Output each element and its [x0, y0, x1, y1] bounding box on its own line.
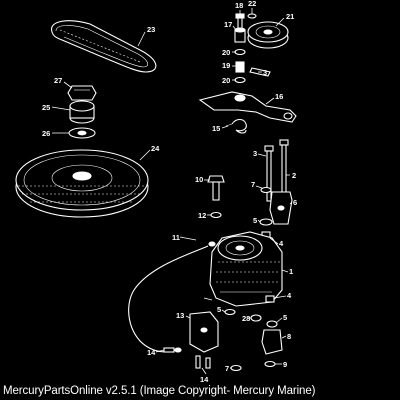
washer-9 [264, 360, 276, 368]
callout-22: 22 [248, 0, 256, 8]
flywheel-hub-washer [69, 100, 95, 124]
callout-5b: 5 [217, 305, 221, 314]
exploded-parts-diagram: 18 22 17 21 23 20 19 3 20 27 16 25 26 15… [15, 0, 297, 384]
battery-cable [128, 241, 216, 353]
callout-25: 25 [42, 103, 50, 112]
bolt-10 [207, 175, 225, 201]
callout-5c: 5 [283, 313, 287, 322]
callout-10: 10 [195, 175, 203, 184]
callout-20b: 20 [222, 76, 230, 85]
callout-27: 27 [54, 76, 62, 85]
washer-20a [234, 48, 246, 56]
callout-9: 9 [283, 360, 287, 369]
drive-belt [51, 20, 157, 73]
idler-pulley [247, 21, 289, 49]
callout-23: 23 [147, 25, 155, 34]
callout-26: 26 [42, 129, 50, 138]
callout-8: 8 [287, 332, 291, 341]
washer-7a [260, 186, 272, 194]
leader-lines [51, 8, 293, 375]
terminal-28 [250, 314, 262, 322]
callout-2: 2 [292, 171, 296, 180]
nut-5c [266, 320, 278, 328]
callout-20a: 20 [222, 48, 230, 57]
callout-7b: 7 [225, 364, 229, 373]
callout-12: 12 [198, 211, 206, 220]
callout-13: 13 [176, 311, 184, 320]
screw-14a [163, 347, 175, 353]
nut-5a [259, 218, 273, 226]
callout-18: 18 [235, 1, 243, 10]
tension-spring-15 [225, 118, 247, 134]
spacer-17 [234, 27, 246, 43]
callout-16: 16 [275, 92, 283, 101]
spacer-4b [265, 295, 275, 303]
washer-7b [230, 364, 242, 372]
callout-28: 28 [242, 314, 250, 323]
callout-21: 21 [286, 12, 294, 21]
bolt-3 [264, 145, 274, 202]
copyright-caption: MercuryPartsOnline v2.5.1 (Image Copyrig… [3, 385, 316, 397]
callout-17: 17 [224, 20, 232, 29]
washer-12 [210, 211, 222, 219]
bracket-8 [261, 329, 283, 355]
flat-washer [68, 127, 96, 139]
alternator-bracket-6 [269, 191, 293, 225]
callout-5a: 5 [253, 216, 257, 225]
callout-15: 15 [212, 124, 220, 133]
washer-22 [247, 13, 257, 19]
callout-24: 24 [151, 144, 160, 153]
bushing-19 [235, 61, 245, 73]
nut-5b [224, 308, 236, 316]
alternator [209, 231, 283, 307]
idler-bracket-16 [198, 91, 297, 123]
mount-bracket-13 [189, 311, 219, 353]
callout-11: 11 [172, 233, 180, 242]
flywheel [15, 149, 149, 218]
callout-7a: 7 [251, 180, 255, 189]
callout-3a: 3 [263, 68, 267, 77]
callout-14a: 14 [147, 348, 156, 357]
callout-4a: 4 [279, 239, 284, 248]
callout-labels: 18 22 17 21 23 20 19 3 20 27 16 25 26 15… [42, 0, 297, 384]
washer-20b [234, 76, 246, 84]
callout-19: 19 [222, 61, 230, 70]
screw-14b [195, 355, 211, 369]
flywheel-nut [67, 85, 97, 101]
callout-14b: 14 [200, 375, 209, 384]
callout-3b: 3 [253, 149, 257, 158]
callout-6: 6 [293, 198, 297, 207]
callout-1: 1 [289, 267, 293, 276]
callout-4b: 4 [287, 291, 292, 300]
